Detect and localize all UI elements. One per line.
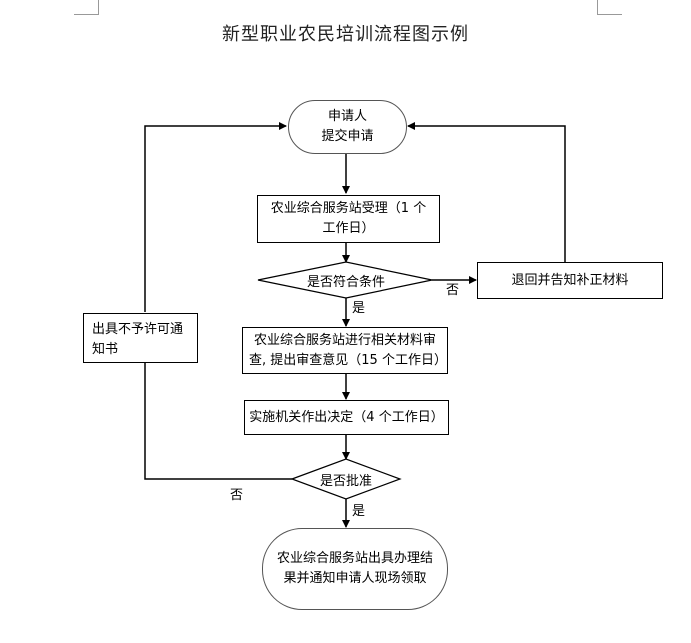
label-check-no: 否 bbox=[446, 283, 460, 298]
start-node-submit-application: 申请人 提交申请 bbox=[288, 100, 407, 154]
process-box-decision-text: 实施机关作出决定（4 个工作日） bbox=[249, 409, 444, 425]
process-box-review: 农业综合服务站进行相关材料审查, 提出审查意见（15 个工作日） bbox=[242, 327, 448, 374]
process-box-review-text: 农业综合服务站进行相关材料审查, 提出审查意见（15 个工作日） bbox=[249, 332, 447, 368]
arrow-deny-to-start bbox=[144, 122, 287, 312]
label-approve-no: 否 bbox=[230, 488, 244, 503]
decision-diamond-check bbox=[257, 261, 433, 299]
start-node-line1: 申请人 bbox=[327, 109, 367, 124]
process-box-return-text: 退回并告知补正材料 bbox=[511, 272, 629, 288]
page-corner-mark-left bbox=[74, 0, 99, 15]
arrow-approve-to-deny bbox=[144, 363, 292, 480]
diagram-title: 新型职业农民培训流程图示例 bbox=[222, 24, 469, 45]
decision-check-text: 是否符合条件 bbox=[306, 275, 385, 290]
process-box-deny-notice: 出具不予许可通知书 bbox=[83, 313, 198, 363]
end-node-text: 农业综合服务站出具办理结果并通知申请人现场领取 bbox=[277, 551, 434, 586]
process-box-return-materials: 退回并告知补正材料 bbox=[477, 262, 663, 299]
process-box-accept: 农业综合服务站受理（1 个工作日） bbox=[257, 195, 440, 243]
page-corner-mark-right bbox=[597, 0, 622, 15]
label-check-yes: 是 bbox=[352, 301, 366, 316]
decision-diamond-approve bbox=[290, 458, 402, 500]
process-box-accept-text: 农业综合服务站受理（1 个工作日） bbox=[270, 201, 427, 236]
end-node-collect-result: 农业综合服务站出具办理结果并通知申请人现场领取 bbox=[262, 528, 448, 610]
start-node-line2: 提交申请 bbox=[321, 129, 374, 144]
arrow-return-to-start bbox=[407, 122, 566, 262]
label-approve-yes: 是 bbox=[352, 504, 366, 519]
process-box-deny-text: 出具不予许可通知书 bbox=[92, 322, 184, 357]
process-box-decision: 实施机关作出决定（4 个工作日） bbox=[244, 400, 449, 435]
decision-approve-text: 是否批准 bbox=[319, 474, 372, 489]
